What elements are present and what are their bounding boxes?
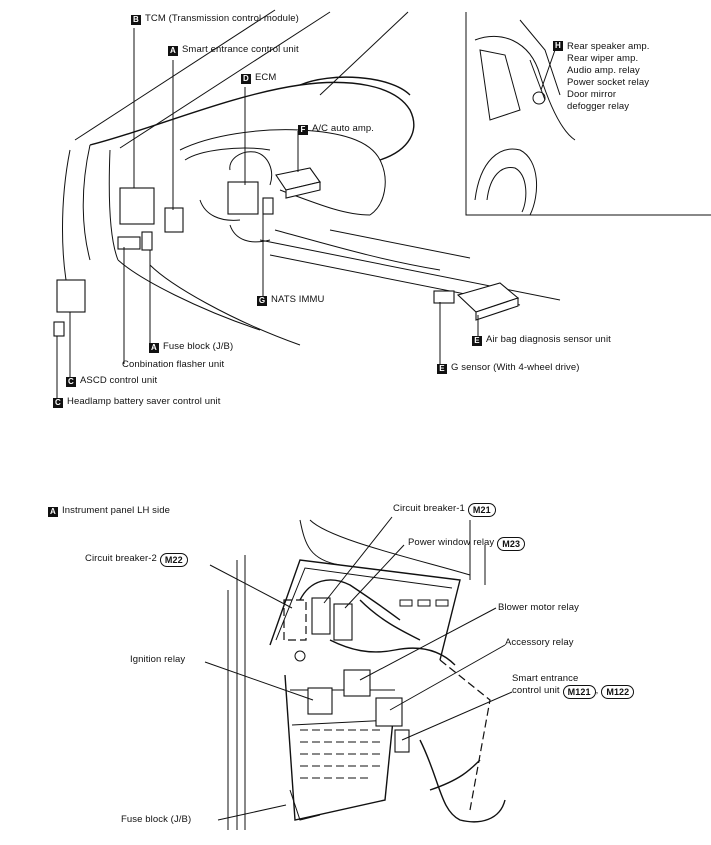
badge-a: A <box>168 46 178 56</box>
label-airbag: E Air bag diagnosis sensor unit <box>472 334 611 346</box>
label-ascd-text: ASCD control unit <box>80 375 158 386</box>
label-instrument-panel: A Instrument panel LH side <box>48 505 170 517</box>
label-accessory-text: Accessory relay <box>505 637 574 648</box>
label-tcm-text: TCM (Transmission control module) <box>145 13 299 24</box>
rear-line-1: Rear speaker amp. <box>567 41 650 52</box>
label-g-sensor: E G sensor (With 4-wheel drive) <box>437 362 580 374</box>
label-fuse-bottom-text: Fuse block (J/B) <box>121 814 192 825</box>
label-ignition-relay: Ignition relay <box>130 654 185 666</box>
badge-d: D <box>241 74 251 84</box>
label-ecm-text: ECM <box>255 72 277 83</box>
label-airbag-text: Air bag diagnosis sensor unit <box>486 334 611 345</box>
bottom-leader-lines <box>204 516 513 821</box>
connector-m22: M22 <box>159 553 188 567</box>
label-ascd: C ASCD control unit <box>66 375 157 387</box>
badge-c: C <box>53 398 63 408</box>
badge-e: E <box>472 336 482 346</box>
badge-c: C <box>66 377 76 387</box>
label-ac-amp-text: A/C auto amp. <box>312 123 375 134</box>
label-tcm: B TCM (Transmission control module) <box>131 13 299 25</box>
connector-m23: M23 <box>497 537 526 551</box>
badge-h: H <box>553 41 563 51</box>
rear-line-6: defogger relay <box>567 101 630 112</box>
connector-m122: M122 <box>601 685 635 699</box>
label-headlamp-saver: C Headlamp battery saver control unit <box>53 396 220 408</box>
badge-g: G <box>257 296 267 306</box>
label-accessory-relay: Accessory relay <box>505 637 574 649</box>
label-smart-line2: control unit <box>512 685 560 696</box>
label-ac-amp: F A/C auto amp. <box>298 123 374 135</box>
rear-line-3: Audio amp. relay <box>567 65 640 76</box>
junction-box-drawing <box>227 519 506 830</box>
badge-a: A <box>48 507 58 517</box>
label-pwr-text: Power window relay <box>408 537 495 548</box>
components <box>53 167 520 337</box>
label-smart-entrance-text: Smart entrance control unit <box>182 44 299 55</box>
label-fuse-block-top-text: Fuse block (J/B) <box>163 341 234 352</box>
badge-b: B <box>131 15 141 25</box>
label-headlamp-saver-text: Headlamp battery saver control unit <box>67 396 221 407</box>
label-flasher-text: Conbination flasher unit <box>122 359 225 370</box>
badge-a: A <box>149 343 159 353</box>
label-fuse-block-bottom: Fuse block (J/B) <box>121 814 191 826</box>
label-instrument-panel-text: Instrument panel LH side <box>62 505 171 516</box>
connector-m121: M121 <box>562 685 596 699</box>
label-nats: G NATS IMMU <box>257 294 325 306</box>
top-leader-lines <box>56 28 556 400</box>
badge-f: F <box>298 125 308 135</box>
connector-m21: M21 <box>467 503 496 517</box>
rear-line-5: Door mirror <box>567 89 617 100</box>
label-nats-text: NATS IMMU <box>271 294 325 305</box>
label-smart-entrance: A Smart entrance control unit <box>168 44 299 56</box>
rear-vehicle-inset <box>465 12 711 216</box>
label-smart-line1: Smart entrance <box>512 673 579 684</box>
label-rear-relays: H Rear speaker amp. Rear wiper amp. Audi… <box>553 41 650 113</box>
connector-separator: , <box>595 685 599 696</box>
label-g-sensor-text: G sensor (With 4-wheel drive) <box>451 362 580 373</box>
label-blower-text: Blower motor relay <box>498 602 579 613</box>
label-blower-motor-relay: Blower motor relay <box>498 602 579 614</box>
label-ignition-text: Ignition relay <box>130 654 186 665</box>
label-cb1-text: Circuit breaker-1 <box>393 503 465 514</box>
label-cb2-text: Circuit breaker-2 <box>85 553 157 564</box>
badge-e: E <box>437 364 447 374</box>
rear-line-2: Rear wiper amp. <box>567 53 639 64</box>
fuse-grid <box>300 729 380 779</box>
label-flasher: Conbination flasher unit <box>122 359 224 371</box>
label-ecm: D ECM <box>241 72 276 84</box>
label-fuse-block-top: A Fuse block (J/B) <box>149 341 233 353</box>
rear-line-4: Power socket relay <box>567 77 650 88</box>
